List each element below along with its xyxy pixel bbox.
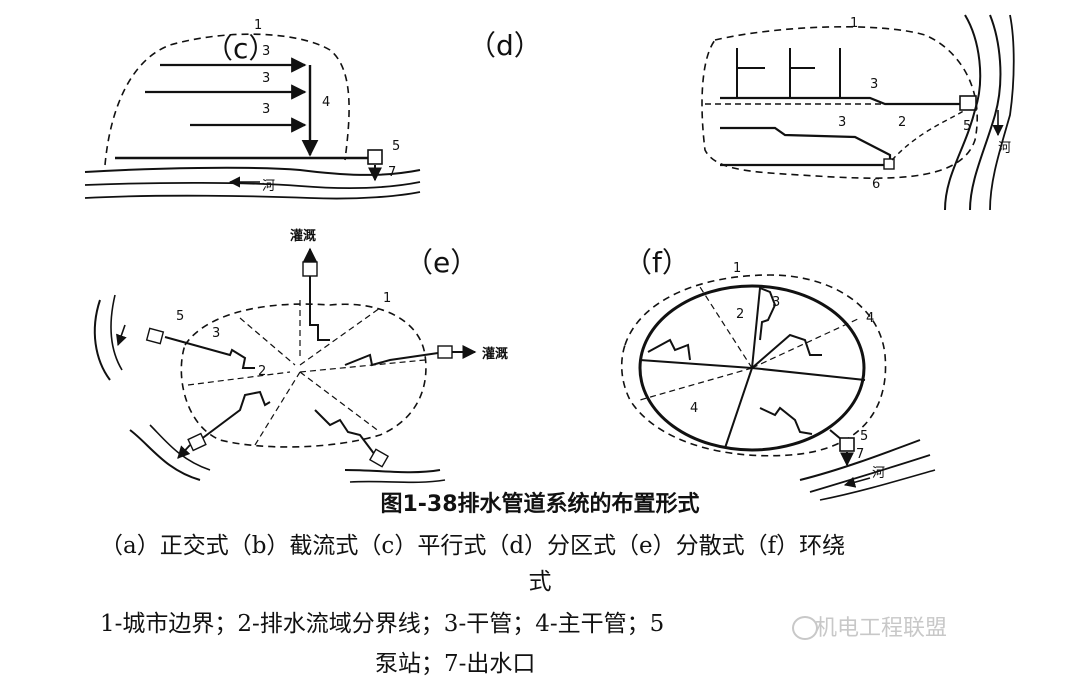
city-boundary-d (701, 26, 978, 179)
figure-title: 图1-38排水管道系统的布置形式 (380, 492, 700, 517)
pump-station-e-left (145, 327, 165, 345)
panel-c-label: （c） (205, 32, 276, 65)
label-f-3: 3 (772, 295, 780, 310)
label-d-3b: 3 (838, 115, 846, 130)
caption-types-cont: 式 (528, 569, 552, 595)
panel-f (620, 274, 936, 501)
label-d-2: 2 (898, 115, 906, 130)
pump-station-d-6 (883, 158, 895, 170)
label-d-6: 6 (872, 177, 880, 192)
label-f-4b: 4 (690, 401, 698, 416)
river-e-bottomright (344, 469, 441, 474)
panel-d-label: （d） (468, 29, 542, 62)
label-e-2: 2 (258, 364, 266, 379)
city-boundary-f (620, 274, 887, 457)
label-f-2: 2 (736, 307, 744, 322)
label-c-7: 7 (388, 165, 396, 180)
label-c-3a: 3 (262, 44, 270, 59)
caption-legend-cont: 泵站；7-出水口 (375, 651, 536, 677)
river-label-f: 河 (872, 466, 885, 481)
label-c-1: 1 (254, 18, 262, 33)
pump-station-e-top (302, 261, 318, 277)
label-c-4: 4 (322, 95, 330, 110)
watermark-text: 机电工程联盟 (815, 616, 948, 641)
river-label-c: 河 (262, 179, 275, 194)
label-f-7: 7 (856, 447, 864, 462)
label-d-5: 5 (963, 119, 971, 134)
irrigation-label-right: 灌溉 (482, 346, 508, 362)
caption-legend: 1-城市边界；2-排水流域分界线；3-干管；4-主干管；5 (100, 611, 665, 637)
river-e-bottomleft (129, 429, 201, 481)
label-f-5: 5 (860, 429, 868, 444)
ring-trunk-f (638, 284, 866, 452)
pump-station-e-bottomright (368, 448, 390, 468)
label-e-3: 3 (212, 326, 220, 341)
label-f-4a: 4 (866, 311, 874, 326)
river-c (84, 166, 421, 176)
panel-f-label: （f） (624, 246, 690, 279)
pump-station-e-bottomleft (187, 432, 207, 452)
panel-e-label: （e） (405, 246, 478, 279)
watermark-icon (792, 616, 818, 640)
river-f (799, 439, 921, 481)
label-c-3b: 3 (262, 71, 270, 86)
label-d-3a: 3 (870, 77, 878, 92)
label-e-1: 1 (383, 291, 391, 306)
label-c-3c: 3 (262, 102, 270, 117)
pump-station-c (367, 149, 383, 165)
pump-station-e-right (437, 345, 453, 359)
river-d (944, 14, 982, 211)
caption-types: （a）正交式（b）截流式（c）平行式（d）分区式（e）分散式（f）环绕 (100, 533, 846, 559)
panel-d (701, 14, 1015, 211)
irrigation-label-top: 灌溉 (290, 228, 316, 244)
label-e-5: 5 (176, 309, 184, 324)
label-f-1: 1 (733, 261, 741, 276)
panel-e (93, 247, 477, 484)
city-boundary-c (104, 33, 350, 166)
pump-station-f (839, 437, 855, 452)
label-c-5: 5 (392, 139, 400, 154)
pump-station-d-5 (959, 95, 977, 111)
panel-c (84, 33, 421, 200)
label-d-1: 1 (850, 16, 858, 31)
river-e-left (93, 299, 111, 381)
river-label-d: 河 (998, 141, 1011, 156)
city-boundary-e (180, 303, 427, 448)
